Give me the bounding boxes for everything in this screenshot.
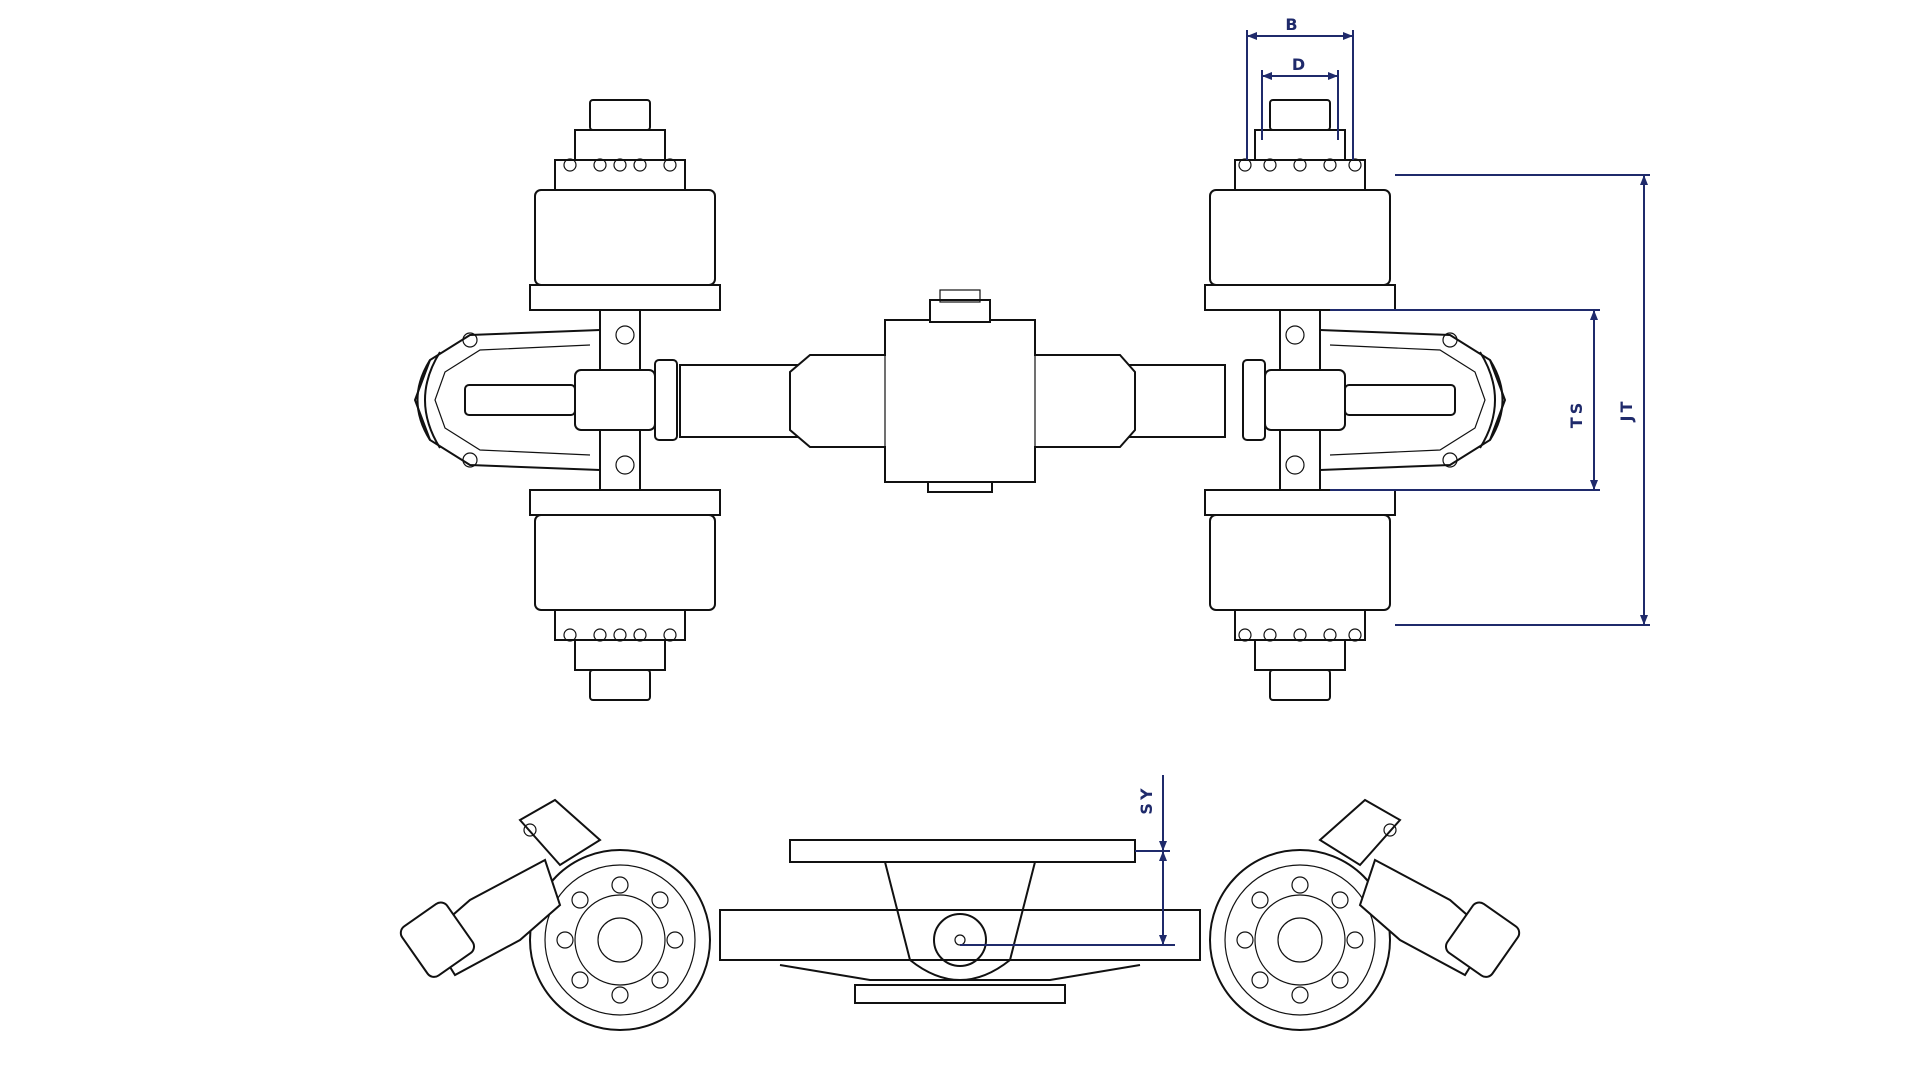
dimension-label-b: B (1285, 15, 1300, 34)
dimension-b (1246, 30, 1354, 160)
dimension-label-jt: JT (1617, 399, 1636, 423)
dimension-label-ts: TS (1567, 400, 1586, 428)
dimension-sy (960, 775, 1175, 946)
left-wheel-assembly (413, 99, 721, 701)
dimension-label-d: D (1292, 55, 1308, 74)
mounting-plate (789, 839, 1136, 863)
dimension-d (1261, 70, 1339, 140)
left-wheel-side (399, 798, 711, 1031)
dimension-label-sy: SY (1137, 785, 1156, 814)
side-view: SY (399, 775, 1521, 1031)
top-view: B D TS JT (413, 15, 1650, 701)
right-wheel-side (1209, 798, 1521, 1031)
dimension-jt (1395, 174, 1650, 626)
right-wheel-assembly (1204, 99, 1507, 701)
dimension-ts (1330, 309, 1600, 491)
central-beam (679, 289, 1226, 493)
